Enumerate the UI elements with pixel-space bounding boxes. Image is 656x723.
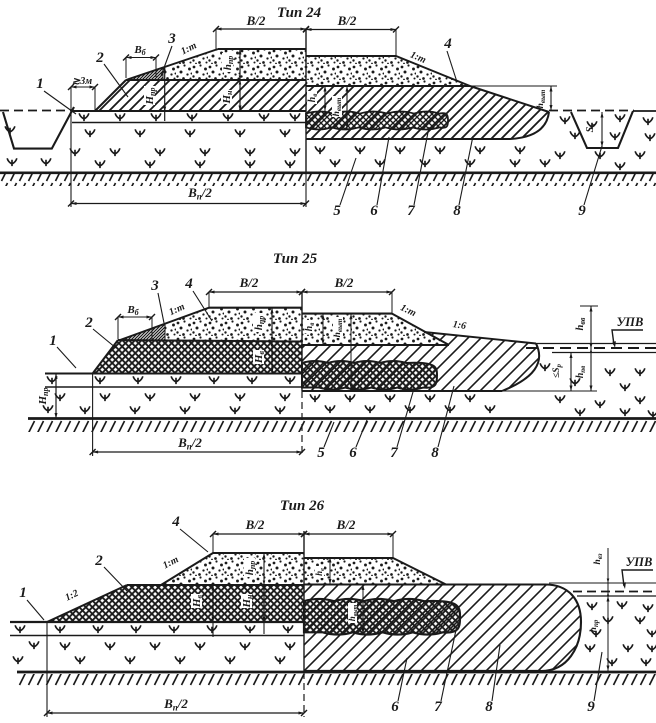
svg-text:hпр: hпр xyxy=(222,56,235,71)
svg-text:hв: hв xyxy=(307,94,319,103)
svg-text:Тип 24: Тип 24 xyxy=(277,5,322,21)
svg-text:Нпр: Нпр xyxy=(144,87,157,105)
svg-text:hвз: hвз xyxy=(593,553,604,564)
svg-text:hвыт: hвыт xyxy=(536,89,547,108)
svg-text:Тип 25: Тип 25 xyxy=(273,251,318,267)
svg-text:УПВ: УПВ xyxy=(617,315,644,329)
svg-text:4: 4 xyxy=(184,276,193,292)
svg-text:hв: hв xyxy=(314,568,326,576)
svg-text:2: 2 xyxy=(84,315,93,331)
svg-text:8: 8 xyxy=(453,203,461,219)
svg-text:Нн: Нн xyxy=(221,90,234,105)
svg-text:7: 7 xyxy=(390,445,398,461)
svg-text:hвыт: hвыт xyxy=(332,97,343,116)
svg-text:hпр: hпр xyxy=(244,561,257,576)
svg-text:≳3м: ≳3м xyxy=(72,76,92,87)
svg-text:1: 1 xyxy=(19,585,27,601)
svg-text:8: 8 xyxy=(485,699,493,715)
svg-text:3: 3 xyxy=(150,278,159,294)
svg-text:8: 8 xyxy=(431,445,439,461)
svg-text:hвв: hвв xyxy=(575,317,587,330)
svg-text:Вб: Вб xyxy=(126,304,139,317)
svg-text:6: 6 xyxy=(391,699,399,715)
svg-text:hвыт: hвыт xyxy=(333,318,344,337)
svg-text:hпр: hпр xyxy=(589,619,600,632)
svg-text:Нв: Нв xyxy=(191,595,204,609)
svg-text:3: 3 xyxy=(167,31,176,47)
svg-text:≤Sр: ≤Sр xyxy=(552,364,563,379)
svg-text:6: 6 xyxy=(370,203,378,219)
svg-text:Нпр: Нпр xyxy=(37,387,50,405)
svg-text:В/2: В/2 xyxy=(334,275,354,290)
svg-text:1: 1 xyxy=(36,76,44,92)
svg-text:Нв: Нв xyxy=(253,351,266,365)
svg-text:4: 4 xyxy=(443,36,452,52)
svg-text:В/2: В/2 xyxy=(337,13,357,28)
svg-text:4: 4 xyxy=(171,514,180,530)
svg-text:hпр: hпр xyxy=(253,316,266,331)
svg-text:2: 2 xyxy=(94,553,103,569)
svg-text:1:2: 1:2 xyxy=(63,588,80,604)
svg-text:1: 1 xyxy=(49,333,57,349)
svg-text:Sв: Sв xyxy=(585,124,597,133)
svg-text:В/2: В/2 xyxy=(239,275,259,290)
svg-text:В/2: В/2 xyxy=(245,517,265,532)
svg-text:Тип 26: Тип 26 xyxy=(280,498,325,514)
svg-text:2: 2 xyxy=(95,50,104,66)
svg-text:7: 7 xyxy=(434,699,442,715)
svg-text:УПВ: УПВ xyxy=(626,555,653,569)
svg-text:1:6: 1:6 xyxy=(452,319,467,332)
svg-text:9: 9 xyxy=(578,203,586,219)
svg-text:7: 7 xyxy=(407,203,415,219)
svg-text:В/2: В/2 xyxy=(246,13,266,28)
svg-text:hв: hв xyxy=(304,323,316,332)
svg-text:Вп/2: Вп/2 xyxy=(163,696,188,713)
svg-text:Вп/2: Вп/2 xyxy=(187,185,212,202)
svg-text:5: 5 xyxy=(333,203,341,219)
svg-text:6: 6 xyxy=(349,445,357,461)
svg-text:9: 9 xyxy=(587,699,595,715)
svg-text:Вп/2: Вп/2 xyxy=(177,435,202,452)
svg-text:5: 5 xyxy=(317,445,325,461)
svg-text:В/2: В/2 xyxy=(336,517,356,532)
svg-text:Вб: Вб xyxy=(133,44,146,57)
svg-text:Нн: Нн xyxy=(241,594,254,609)
